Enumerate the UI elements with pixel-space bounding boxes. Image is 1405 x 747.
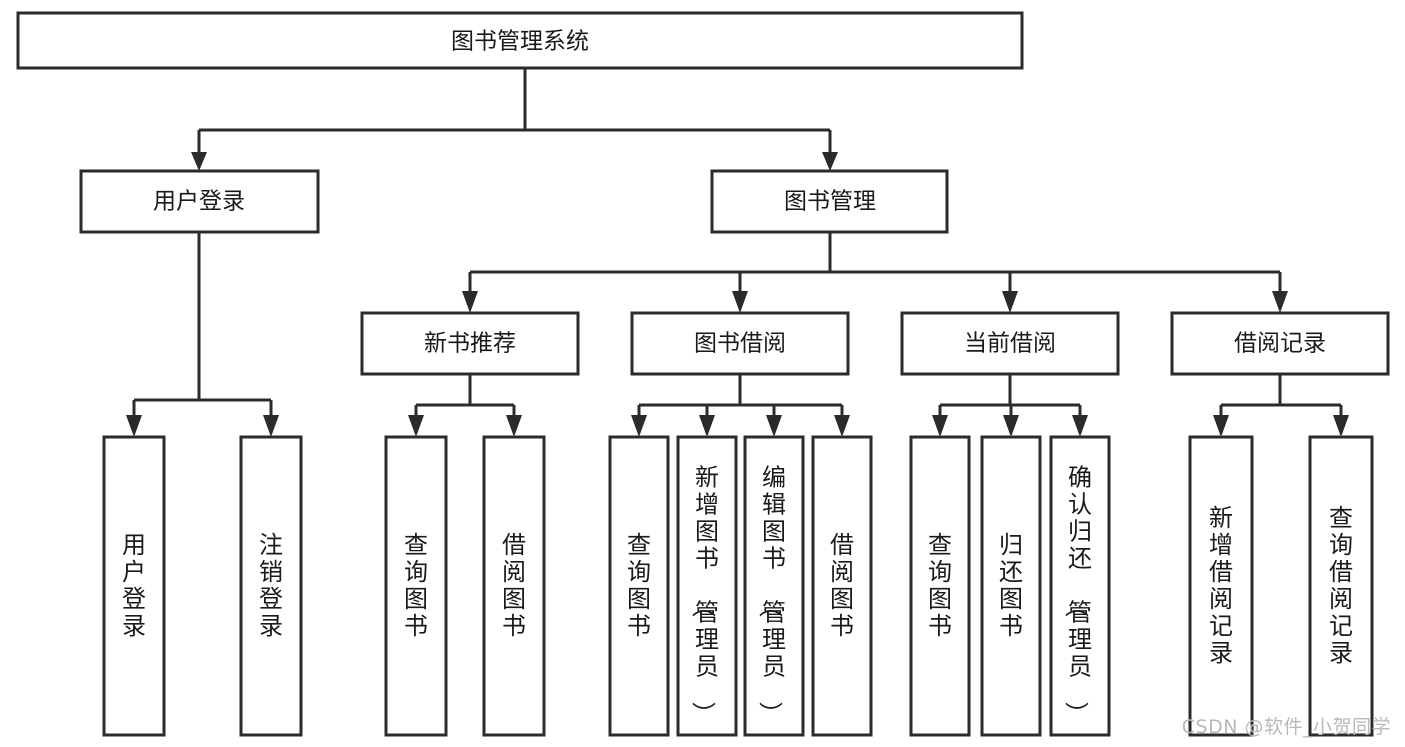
leaf-query-book-rec-label: 查询图书 [404,531,428,640]
node-current-borrow[interactable]: 当前借阅 [900,311,1120,376]
node-borrow-record[interactable]: 借阅记录 [1170,311,1390,376]
arrowhead-leaf-add-record [1213,415,1229,437]
node-layer: 图书管理系统 用户登录 图书管理 新书推荐 图书借阅 当前 [16,11,1390,737]
node-book-management-label: 图书管理 [784,189,876,215]
node-book-management-box[interactable] [710,169,949,234]
leaf-edit-book-admin-label: 编辑图书（管理员） [756,464,786,726]
leaf-borrow-book-label: 借阅图书 [830,531,854,640]
arrowhead-leaf-query-book-b [631,415,647,437]
arrowhead-leaf-query-book-c [932,415,948,437]
leaf-confirm-return-admin[interactable]: 确认归还（管理员） [1049,435,1111,737]
leaf-return-book-box[interactable] [980,435,1042,737]
leaf-query-book-borrow[interactable]: 查询图书 [608,435,670,737]
leaf-query-book-borrow-box[interactable] [608,435,670,737]
arrowhead-leaf-user-login [126,415,142,437]
arrowhead-leaf-return-book [1003,415,1019,437]
node-user-login-label: 用户登录 [153,189,245,215]
node-book-borrow-box[interactable] [630,311,850,376]
leaf-query-book-current-label: 查询图书 [928,531,952,640]
leaf-add-borrow-record-box[interactable] [1188,435,1254,737]
leaf-query-book-rec-box[interactable] [384,435,448,737]
leaf-logout[interactable]: 注销登录 [239,435,303,737]
leaf-edit-book-admin-box[interactable] [743,435,805,737]
leaf-add-book-admin-box[interactable] [676,435,738,737]
leaf-user-login-box[interactable] [102,435,166,737]
arrowhead-book-borrow [732,291,748,313]
arrowhead-leaf-borrow-book-b [834,415,850,437]
arrowhead-leaf-query-book-a [408,415,424,437]
leaf-borrow-book-rec-label: 借阅图书 [502,531,526,640]
node-current-borrow-label: 当前借阅 [964,331,1056,357]
arrowhead-book-mgmt [822,152,838,171]
leaf-return-book[interactable]: 归还图书 [980,435,1042,737]
node-book-borrow[interactable]: 图书借阅 [630,311,850,376]
leaf-add-book-admin-label: 新增图书（管理员） [689,464,719,726]
leaf-query-borrow-record[interactable]: 查询借阅记录 [1308,435,1374,737]
arrowhead-borrow-record [1272,291,1288,313]
leaf-add-book-admin[interactable]: 新增图书（管理员） [676,435,738,737]
leaf-confirm-return-admin-label: 确认归还（管理员） [1062,464,1092,726]
leaf-add-borrow-record-label: 新增借阅记录 [1209,504,1233,667]
leaf-query-book-current-box[interactable] [909,435,971,737]
leaf-edit-book-admin[interactable]: 编辑图书（管理员） [743,435,805,737]
node-book-management[interactable]: 图书管理 [710,169,949,234]
leaf-confirm-return-admin-box[interactable] [1049,435,1111,737]
leaf-borrow-book[interactable]: 借阅图书 [811,435,873,737]
arrowhead-current-borrow [1002,291,1018,313]
leaf-user-login[interactable]: 用户登录 [102,435,166,737]
node-borrow-record-box[interactable] [1170,311,1390,376]
leaf-query-borrow-record-box[interactable] [1308,435,1374,737]
leaf-borrow-book-rec[interactable]: 借阅图书 [482,435,546,737]
node-book-borrow-label: 图书借阅 [694,331,786,357]
node-borrow-record-label: 借阅记录 [1234,331,1326,357]
arrowhead-user-login [191,152,207,171]
leaf-query-borrow-record-label: 查询借阅记录 [1329,504,1353,667]
node-new-book-recommend-label: 新书推荐 [424,331,516,357]
leaf-borrow-book-box[interactable] [811,435,873,737]
leaf-return-book-label: 归还图书 [999,531,1023,640]
leaf-query-book-rec[interactable]: 查询图书 [384,435,448,737]
node-root-system[interactable]: 图书管理系统 [16,11,1024,70]
leaf-logout-box[interactable] [239,435,303,737]
arrowhead-leaf-confirm-return [1072,415,1088,437]
leaf-logout-label: 注销登录 [259,531,283,640]
node-user-login-box[interactable] [79,169,320,234]
leaf-query-book-borrow-label: 查询图书 [627,531,651,640]
node-new-book-recommend-box[interactable] [360,311,580,376]
leaf-add-borrow-record[interactable]: 新增借阅记录 [1188,435,1254,737]
connector-layer [126,68,1349,437]
leaf-borrow-book-rec-box[interactable] [482,435,546,737]
node-current-borrow-box[interactable] [900,311,1120,376]
node-new-book-recommend[interactable]: 新书推荐 [360,311,580,376]
arrowhead-leaf-edit-book [766,415,782,437]
leaf-user-login-label: 用户登录 [122,531,146,640]
arrowhead-leaf-add-book [699,415,715,437]
node-root-system-label: 图书管理系统 [451,29,589,55]
leaf-query-book-current[interactable]: 查询图书 [909,435,971,737]
node-user-login[interactable]: 用户登录 [79,169,320,234]
arrowhead-leaf-query-record [1333,415,1349,437]
arrowhead-leaf-logout [263,415,279,437]
arrowhead-leaf-borrow-book-a [506,415,522,437]
node-root-system-box[interactable] [16,11,1024,70]
arrowhead-new-book-rec [462,291,478,313]
